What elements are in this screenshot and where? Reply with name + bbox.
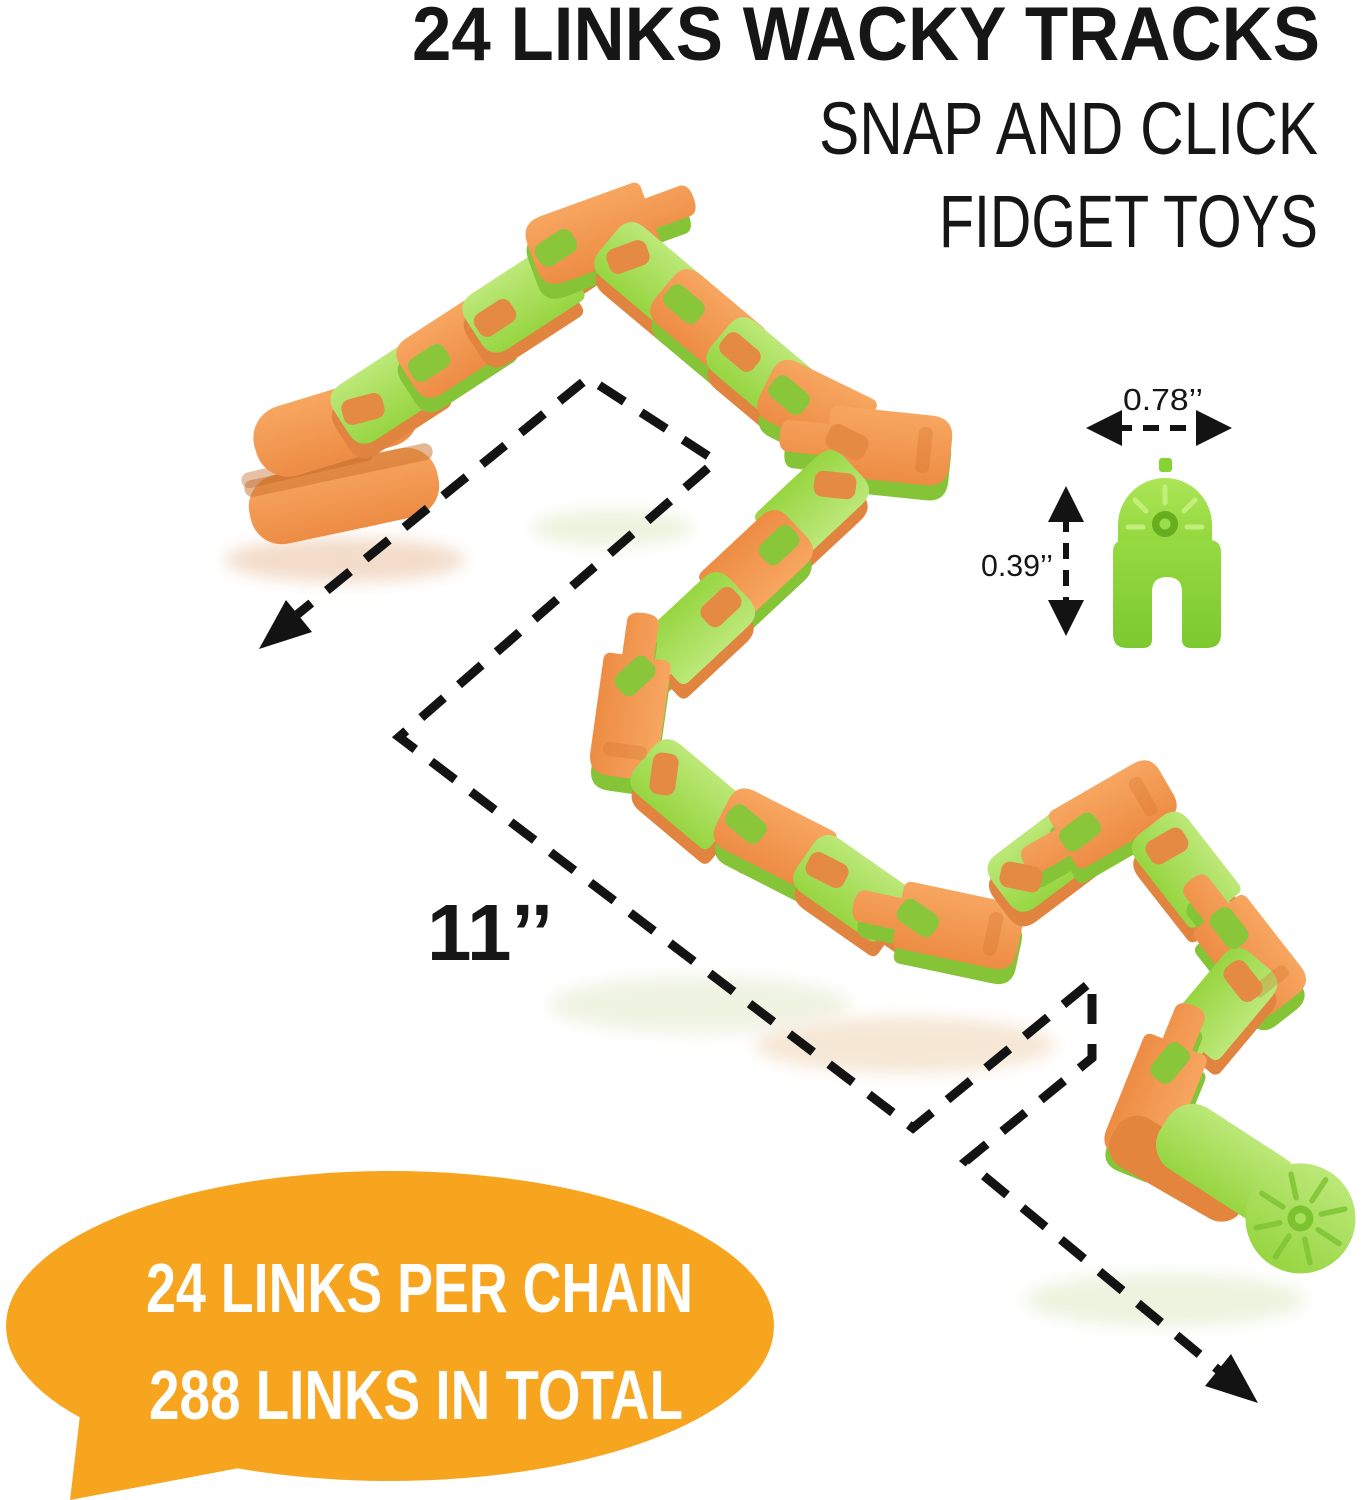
svg-text:288 LINKS IN TOTAL: 288 LINKS IN TOTAL [149,1356,683,1434]
svg-text:11’’: 11’’ [427,888,553,977]
svg-text:SNAP AND CLICK: SNAP AND CLICK [819,87,1318,170]
svg-text:FIDGET TOYS: FIDGET TOYS [939,180,1318,263]
svg-text:24 LINKS WACKY TRACKS: 24 LINKS WACKY TRACKS [412,0,1320,77]
svg-text:0.39’’: 0.39’’ [981,548,1053,583]
svg-text:24 LINKS PER CHAIN: 24 LINKS PER CHAIN [146,1249,693,1327]
svg-text:0.78’’: 0.78’’ [1123,382,1203,417]
